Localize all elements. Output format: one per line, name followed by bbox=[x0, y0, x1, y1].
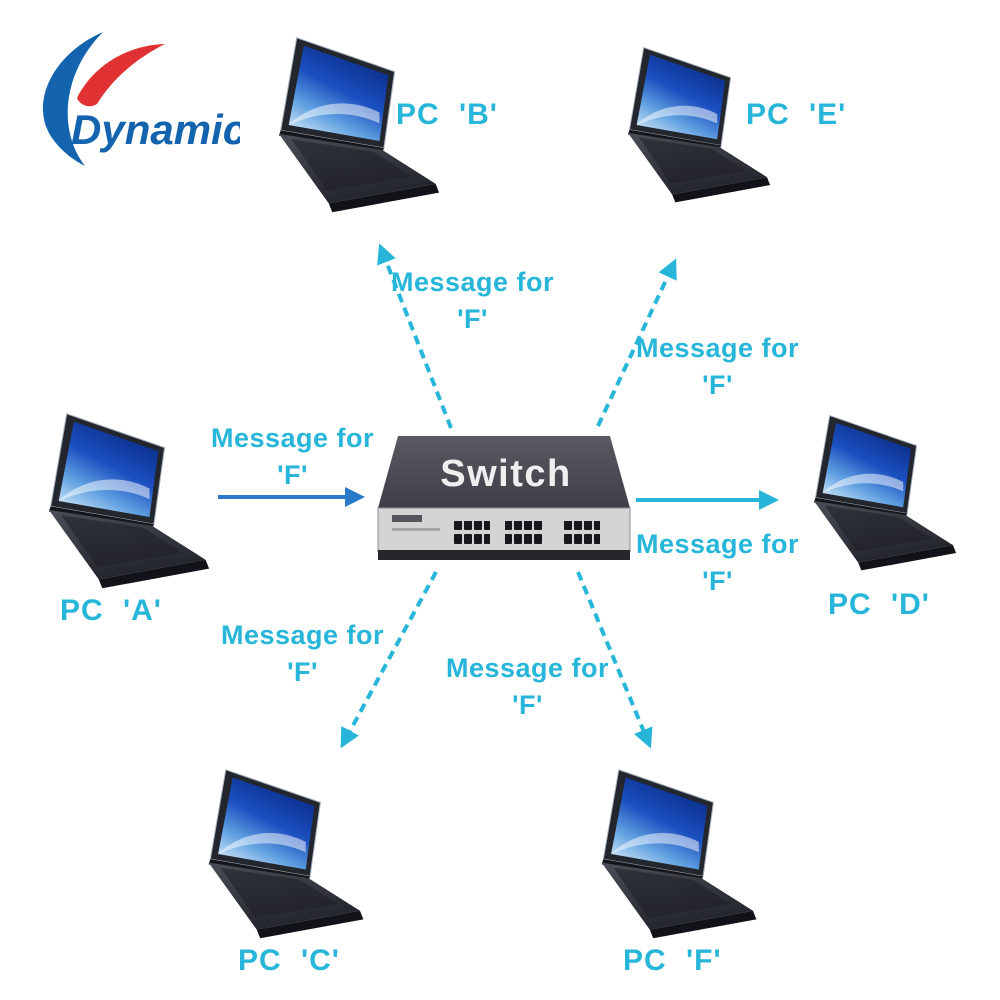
message-label-pc-d: Message for 'F' bbox=[630, 526, 805, 600]
laptop-pc-f-image bbox=[593, 768, 765, 940]
message-line1: Message for bbox=[445, 653, 610, 683]
message-line2: 'F' bbox=[702, 370, 733, 400]
network-switch-image: Switch bbox=[377, 436, 631, 560]
logo-crescent-shape bbox=[42, 32, 103, 166]
message-label-pc-f: Message for 'F' bbox=[440, 650, 615, 724]
switch-bottom-edge bbox=[378, 550, 630, 560]
laptop-pc-c-image bbox=[200, 768, 372, 940]
message-line2: 'F' bbox=[287, 657, 318, 687]
switch-top-face bbox=[378, 436, 630, 508]
pc-c-label: PC 'C' bbox=[238, 944, 340, 977]
logo-text: Dynamic bbox=[71, 106, 240, 153]
message-label-pc-c: Message for 'F' bbox=[215, 617, 390, 691]
message-line2: 'F' bbox=[457, 304, 488, 334]
pc-f-label: PC 'F' bbox=[623, 944, 722, 977]
message-line1: Message for bbox=[220, 620, 385, 650]
message-line1: Message for bbox=[210, 423, 375, 453]
message-line1: Message for bbox=[390, 267, 555, 297]
switch-port-group-1 bbox=[452, 521, 490, 545]
switch-brand-mark bbox=[392, 515, 422, 522]
message-line2: 'F' bbox=[512, 690, 543, 720]
switch-port-group-3 bbox=[562, 521, 600, 545]
pc-e-label: PC 'E' bbox=[746, 98, 847, 131]
message-line2: 'F' bbox=[702, 566, 733, 596]
message-label-pc-e: Message for 'F' bbox=[630, 330, 805, 404]
pc-d-label: PC 'D' bbox=[828, 588, 930, 621]
switch-label: Switch bbox=[440, 453, 571, 495]
laptop-pc-a-image bbox=[40, 412, 218, 590]
switch-port-group-2 bbox=[505, 521, 543, 545]
dynamic-logo: Dynamic bbox=[42, 32, 240, 166]
message-label-pc-a: Message for 'F' bbox=[205, 420, 380, 494]
message-label-pc-b: Message for 'F' bbox=[385, 264, 560, 338]
message-line1: Message for bbox=[635, 529, 800, 559]
pc-b-label: PC 'B' bbox=[396, 98, 498, 131]
switch-model-line bbox=[392, 528, 440, 531]
message-line2: 'F' bbox=[277, 460, 308, 490]
pc-a-label: PC 'A' bbox=[60, 594, 162, 627]
laptop-pc-d-image bbox=[806, 414, 964, 572]
logo-swoosh-shape bbox=[77, 44, 165, 107]
message-line1: Message for bbox=[635, 333, 800, 363]
